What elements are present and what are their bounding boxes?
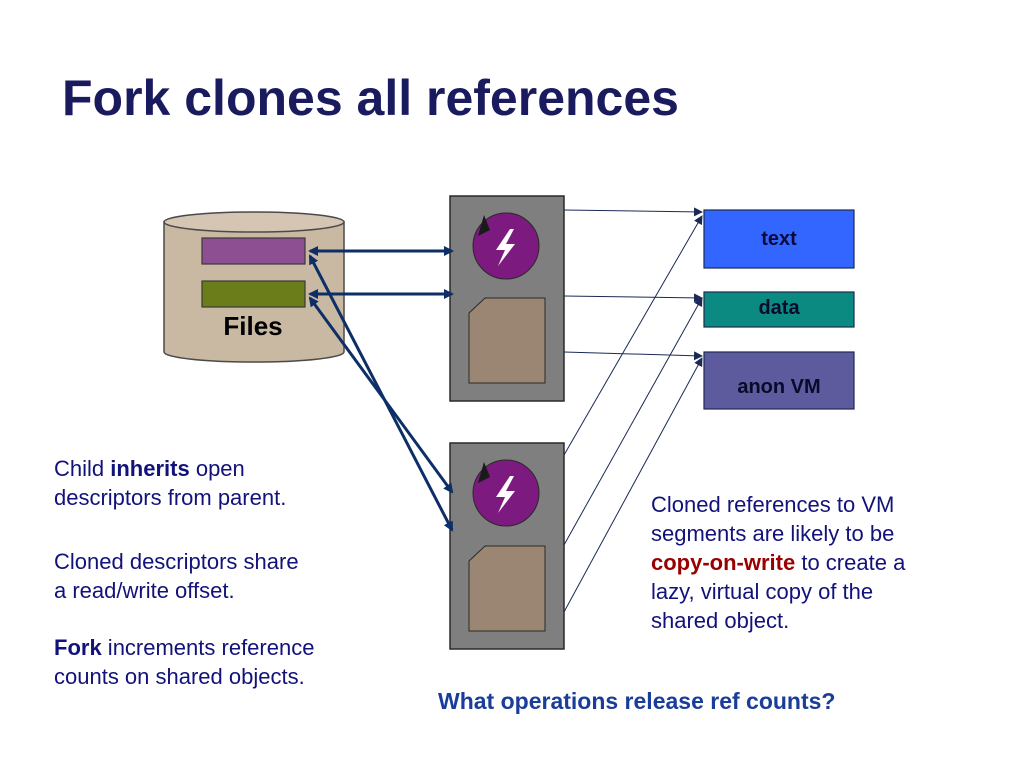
segment-text-label: text [761,228,797,250]
segment-text [703,209,855,269]
arrow-child-data [563,297,703,546]
segment-data-label: data [758,297,800,319]
parent-memory-icon [468,297,546,384]
arrow-parent-data [563,293,703,303]
arrow-child-text [563,215,703,456]
segment-anon-vm [703,351,855,410]
files-label: Files [223,311,283,341]
arrow-parent-text [563,207,703,217]
segment-data [703,291,855,328]
arrow-child-anon-vm [563,357,703,613]
parent-process [449,195,565,402]
question-text: What operations release ref counts? [438,688,836,714]
lightning-icon [496,229,515,266]
segment-anon-vm-label: anon VM [737,376,821,398]
child-process [449,442,565,650]
slide-title: Fork clones all references [62,70,679,126]
note-ref-counts: Fork increments reference counts on shar… [54,635,315,689]
file-descriptor-1 [201,237,306,265]
note-inherits: Child inherits open descriptors from par… [54,456,287,510]
note-shared-offset: Cloned descriptors share a read/write of… [54,549,299,603]
child-memory-icon [468,545,546,632]
lightning-icon [496,476,515,513]
note-copy-on-write: Cloned references to VM segments are lik… [651,492,906,633]
file-descriptor-2 [201,280,306,308]
arrow-parent-anon-vm [563,351,703,361]
arrow-descriptor-child-2 [308,296,454,494]
